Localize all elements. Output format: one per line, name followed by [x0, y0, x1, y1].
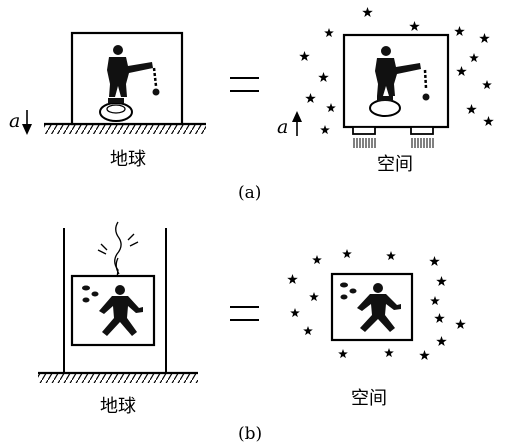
person-icon [375, 46, 421, 96]
accel-label-right: a [277, 116, 288, 138]
falling-object-icon [422, 69, 430, 101]
panel-a-sublabel: (a) [238, 183, 261, 203]
panel-a-right-caption: 空间 [377, 154, 413, 175]
spring-scale-icon [99, 98, 133, 122]
spring-scale-icon [369, 96, 401, 117]
thruster-left-icon [352, 126, 376, 148]
panel-b-left-caption: 地球 [100, 396, 136, 417]
equals-sign-a [230, 77, 259, 92]
floating-person-icon [99, 285, 143, 336]
panel-a-space-scene: a 空间 [277, 7, 494, 175]
acceleration-arrow-up [292, 111, 302, 136]
panel-b-earth-scene: 地球 [38, 221, 198, 417]
accel-label-left: a [9, 110, 20, 132]
floating-objects-icon [82, 285, 99, 303]
floating-person-icon [357, 283, 401, 332]
panel-a-earth-scene: a 地球 [9, 31, 206, 170]
panel-a-left-caption: 地球 [110, 149, 146, 170]
panel-b-right-caption: 空间 [351, 388, 387, 409]
acceleration-arrow-down [22, 110, 32, 135]
ground-hatch [44, 124, 206, 134]
thruster-right-icon [410, 126, 434, 148]
floating-objects-icon [340, 282, 357, 300]
person-icon [107, 45, 153, 97]
equals-sign-b [230, 306, 259, 321]
broken-cable-icon [97, 221, 139, 279]
falling-object-icon [152, 67, 160, 96]
panel-b-space-scene: 空间 [287, 249, 466, 409]
ground-hatch [38, 373, 198, 383]
panel-b-sublabel: (b) [238, 424, 262, 444]
